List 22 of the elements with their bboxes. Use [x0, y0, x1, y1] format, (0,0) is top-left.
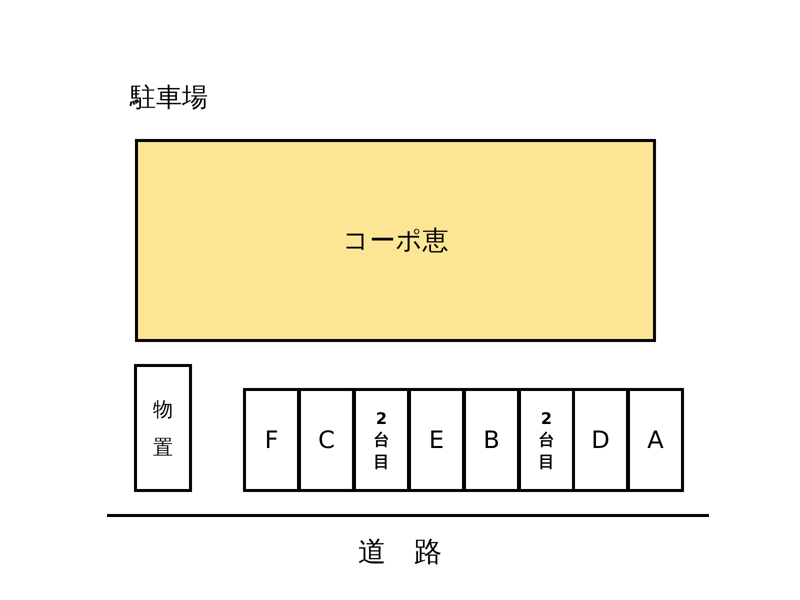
- space-label: F: [264, 426, 278, 454]
- parking-space: [298, 388, 355, 492]
- parking-space: [627, 388, 684, 492]
- space-label: A: [647, 426, 664, 454]
- space-label: C: [318, 426, 335, 454]
- space-label: D: [591, 426, 610, 454]
- building-name: コーポ恵: [342, 225, 448, 258]
- parking-space: [572, 388, 629, 492]
- parking-space: [408, 388, 465, 492]
- storage-box: [134, 364, 192, 492]
- space-label: 2台目: [373, 408, 390, 472]
- space-label: 2台目: [538, 408, 555, 472]
- parking-space: [353, 388, 410, 492]
- parking-space: [463, 388, 520, 492]
- building-box: [135, 139, 656, 342]
- storage-label: 物置: [152, 396, 174, 461]
- space-label: B: [483, 426, 500, 454]
- road-label: 道路: [358, 534, 470, 570]
- parking-space: [243, 388, 300, 492]
- parking-lot-label: 駐車場: [130, 82, 208, 115]
- parking-space: [518, 388, 575, 492]
- space-label: E: [428, 426, 444, 454]
